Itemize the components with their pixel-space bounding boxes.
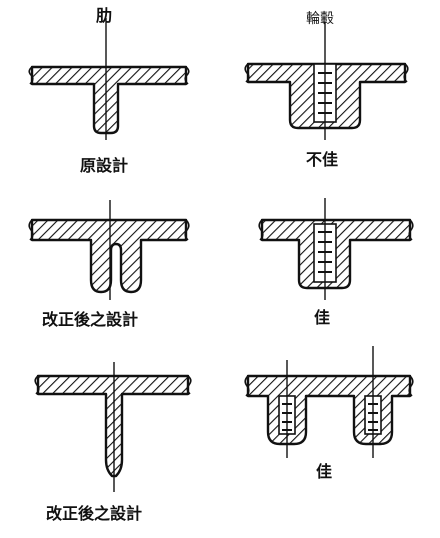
- hub-label: 輪轂: [306, 11, 334, 27]
- corrected-design-caption-2: 改正後之設計: [46, 504, 143, 523]
- row2-left-rib-corrected: [28, 200, 190, 300]
- row2-right-hub-good: [258, 198, 414, 300]
- row1-right-hub-bad: [244, 22, 409, 140]
- original-design-caption: 原設計: [80, 156, 129, 175]
- not-good-caption: 不佳: [306, 150, 339, 169]
- good-caption-1: 佳: [314, 308, 331, 327]
- row3-right-double-hub-good: [244, 346, 414, 458]
- rib-label: 肋: [96, 6, 113, 25]
- row1-left-rib-original: [28, 18, 190, 140]
- good-caption-2: 佳: [316, 462, 333, 481]
- row3-left-rib-tapered: [34, 362, 192, 492]
- corrected-design-caption-1: 改正後之設計: [42, 310, 139, 329]
